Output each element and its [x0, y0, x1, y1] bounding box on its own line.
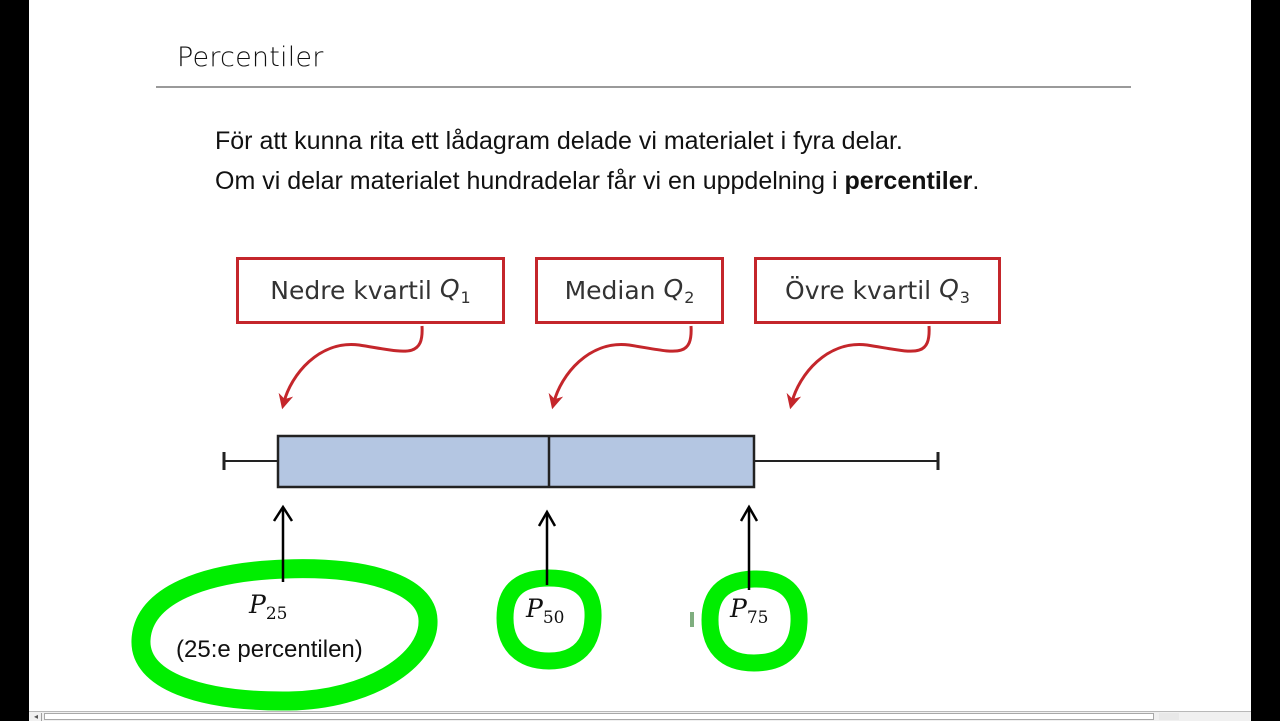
percentile-p25-caption: (25:e percentilen) — [176, 636, 363, 663]
scrollbar-track-end[interactable] — [1159, 713, 1179, 720]
arrow-q2-icon — [548, 325, 693, 410]
percentile-p75: P75 — [730, 594, 769, 628]
body-line-1: För att kunna rita ett lådagram delade v… — [215, 127, 903, 155]
body-line-2-bold: percentiler — [844, 167, 973, 195]
up-arrow-p50-icon — [537, 509, 557, 585]
percentile-p50: P50 — [526, 594, 565, 628]
up-arrow-p75-icon — [739, 504, 759, 590]
curved-arrows — [278, 325, 931, 410]
percentile-p25: P25 — [249, 590, 288, 624]
highlight-circle-p75 — [701, 570, 808, 672]
scroll-left-button[interactable]: ◂ — [31, 713, 42, 721]
up-arrows — [272, 504, 759, 590]
boxplot-diagram — [131, 325, 940, 711]
highlight-circle-p25 — [131, 559, 438, 711]
up-arrow-p25-icon — [272, 504, 294, 582]
slide-title: Percentiler — [177, 42, 324, 73]
highlight-circle-p50 — [496, 569, 602, 670]
label-symbol: Q1 — [439, 274, 471, 307]
body-line-2: Om vi delar materialet hundradelar får v… — [215, 161, 979, 201]
label-text: Median — [564, 276, 656, 305]
label-symbol: Q2 — [663, 274, 695, 307]
highlight-circles — [131, 559, 808, 711]
label-median: Median Q2 — [535, 257, 724, 324]
arrow-q3-icon — [786, 325, 931, 410]
body-line-2-text: Om vi delar materialet hundradelar får v… — [215, 167, 845, 195]
boxplot — [222, 434, 940, 489]
box-iqr — [276, 434, 756, 489]
arrow-q1-icon — [278, 325, 424, 410]
slide-body: För att kunna rita ett lådagram delade v… — [215, 121, 979, 201]
scrollbar-thumb[interactable] — [44, 713, 1154, 720]
slide: Percentiler För att kunna rita ett lådag… — [29, 0, 1251, 720]
label-nedre-kvartil: Nedre kvartil Q1 — [236, 257, 505, 324]
title-divider — [156, 86, 1131, 88]
label-text: Nedre kvartil — [270, 276, 432, 305]
body-line-2-suffix: . — [972, 167, 980, 195]
label-ovre-kvartil: Övre kvartil Q3 — [754, 257, 1001, 324]
label-symbol: Q3 — [939, 274, 970, 307]
label-text: Övre kvartil — [785, 276, 932, 305]
stray-mark — [690, 612, 694, 627]
